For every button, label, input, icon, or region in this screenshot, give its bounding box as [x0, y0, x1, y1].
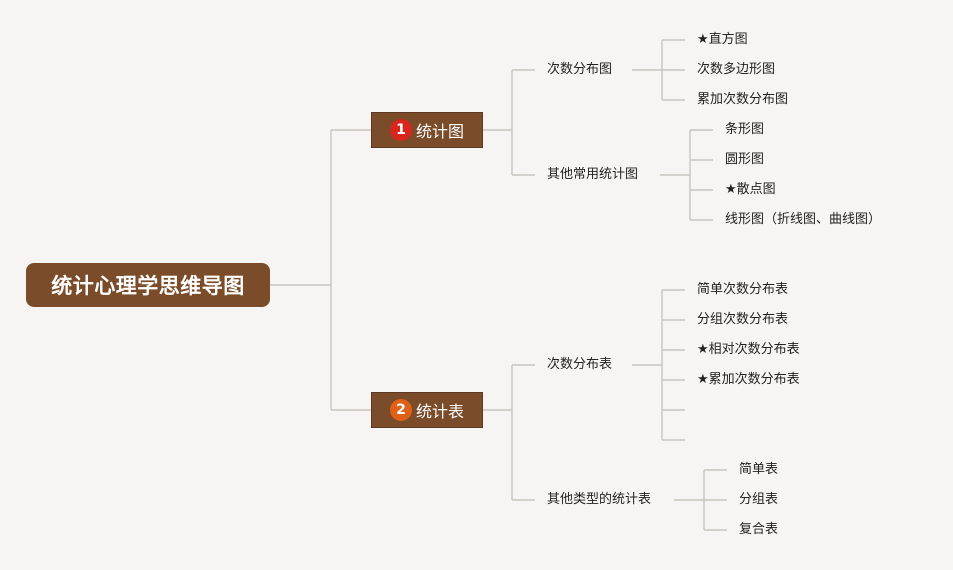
leaf-node[interactable]: 次数多边形图: [697, 62, 776, 77]
leaf-node[interactable]: 圆形图: [725, 152, 765, 167]
leaf-node[interactable]: 累加次数分布图: [697, 92, 789, 107]
leaf-node[interactable]: ★累加次数分布表: [697, 372, 800, 387]
branch-label: 统计表: [415, 402, 464, 421]
sub-node-other-table-types[interactable]: 其他类型的统计表: [547, 492, 652, 507]
leaf-node[interactable]: ★散点图: [725, 182, 776, 197]
sub-node-frequency-distribution-table[interactable]: 次数分布表: [547, 357, 613, 372]
leaf-node[interactable]: 条形图: [725, 122, 765, 137]
number-badge-2: 2: [389, 399, 412, 421]
leaf-node[interactable]: 分组次数分布表: [697, 312, 789, 327]
branch-label: 统计图: [415, 122, 464, 141]
branch-node-tables[interactable]: 2 统计表: [371, 392, 483, 428]
leaf-node[interactable]: 简单次数分布表: [697, 282, 789, 297]
root-node[interactable]: 统计心理学思维导图: [26, 263, 270, 307]
number-badge-1: 1: [389, 119, 412, 141]
branch-node-charts[interactable]: 1 统计图: [371, 112, 483, 148]
leaf-node[interactable]: ★直方图: [697, 32, 748, 47]
root-label: 统计心理学思维导图: [51, 274, 245, 298]
leaf-node[interactable]: 复合表: [739, 522, 779, 537]
sub-node-other-common-charts[interactable]: 其他常用统计图: [547, 167, 639, 182]
sub-node-frequency-distribution-chart[interactable]: 次数分布图: [547, 62, 613, 77]
leaf-node[interactable]: 简单表: [739, 462, 779, 477]
leaf-node[interactable]: ★相对次数分布表: [697, 342, 800, 357]
leaf-node[interactable]: 分组表: [739, 492, 779, 507]
leaf-node[interactable]: 线形图（折线图、曲线图）: [725, 212, 882, 227]
